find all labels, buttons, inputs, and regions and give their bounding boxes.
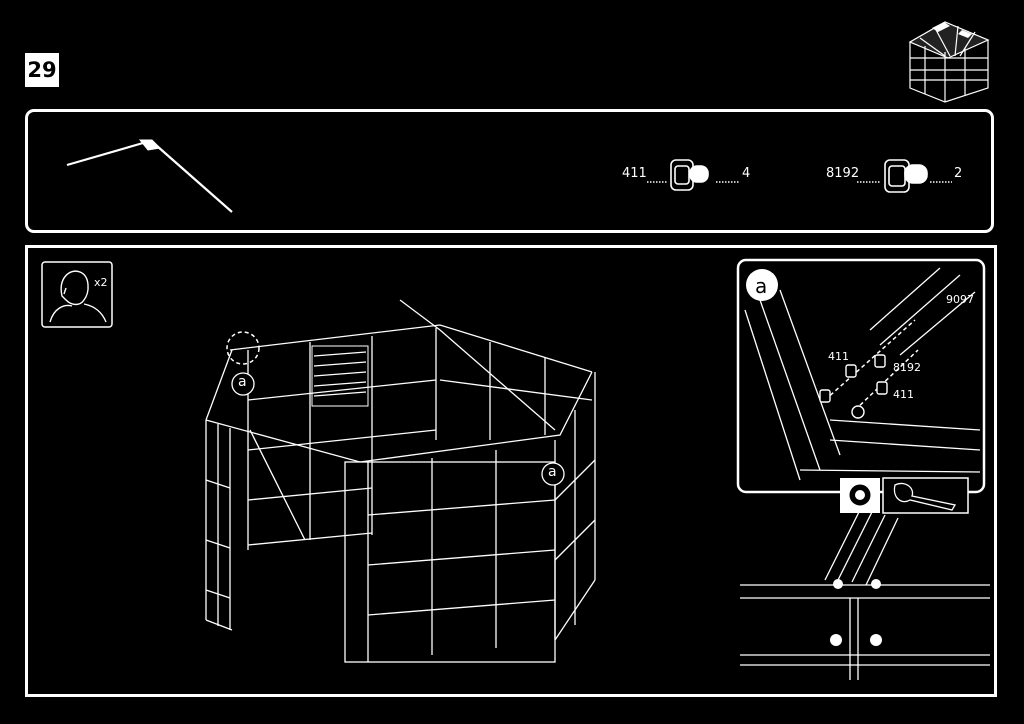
assembly-panel: [25, 245, 997, 697]
part-code-label: 8192: [826, 166, 860, 181]
detail-part-label: 9097: [946, 293, 974, 306]
part-qty-label: 4: [742, 166, 751, 181]
step-number: 29: [25, 53, 59, 87]
part-qty-label: 2: [954, 166, 963, 181]
part-code-label: 411: [622, 166, 647, 181]
people-multiplier: x2: [94, 276, 108, 289]
detail-part-label: 411: [893, 388, 914, 401]
detail-part-label: 8192: [893, 361, 921, 374]
detail-letter: a: [755, 274, 768, 298]
detail-part-label: 411: [828, 350, 849, 363]
parts-panel: [25, 109, 994, 233]
callout-a-label: a: [238, 374, 247, 390]
callout-a-label: a: [548, 464, 557, 480]
